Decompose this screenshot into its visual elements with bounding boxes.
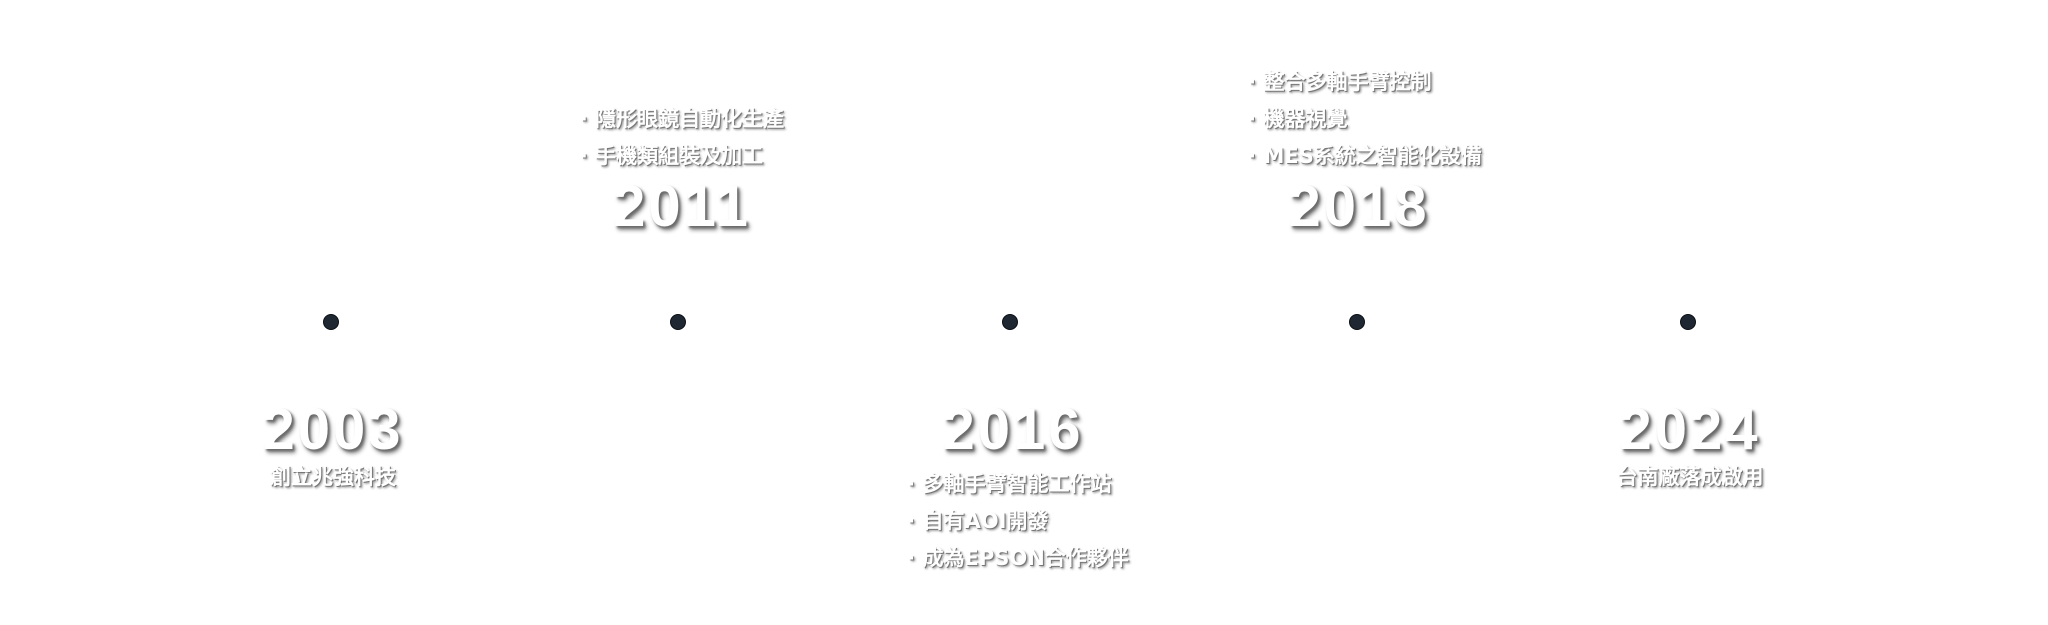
milestone-label: 台南廠落成啟用 [1616,465,1764,489]
milestone-item: 機器視覺 [1248,101,1482,138]
milestone-item: 成為EPSON合作夥伴 [907,540,1129,577]
milestone-year: 2018 [1288,174,1430,239]
milestone-item: 手機類組裝及加工 [580,138,784,175]
milestone-year: 2003 [262,397,404,462]
milestone-year: 2016 [942,397,1084,462]
timeline-dot-2024 [1680,314,1696,330]
timeline-dot-2016 [1002,314,1018,330]
milestone-year: 2011 [613,174,751,239]
timeline-dot-2018 [1349,314,1365,330]
milestone-2024: 2024 台南廠落成啟用 [1490,398,1890,492]
milestone-2003: 2003 創立兆強科技 [133,398,533,492]
timeline-dot-2003 [323,314,339,330]
milestone-2018: 整合多軸手臂控制 機器視覺 MES系統之智能化設備 2018 [1159,64,1559,239]
milestone-item: 隱形眼鏡自動化生產 [580,101,784,138]
milestone-item: 多軸手臂智能工作站 [907,466,1129,503]
milestone-2011: 隱形眼鏡自動化生產 手機類組裝及加工 2011 [482,101,882,239]
milestone-year: 2024 [1619,397,1761,462]
milestone-2016: 2016 多軸手臂智能工作站 自有AOI開發 成為EPSON合作夥伴 [813,398,1213,577]
timeline-dot-2011 [670,314,686,330]
milestone-item: 自有AOI開發 [907,503,1129,540]
milestone-item: MES系統之智能化設備 [1248,138,1481,175]
milestone-label: 創立兆強科技 [270,465,396,489]
milestone-item: 整合多軸手臂控制 [1248,64,1482,101]
